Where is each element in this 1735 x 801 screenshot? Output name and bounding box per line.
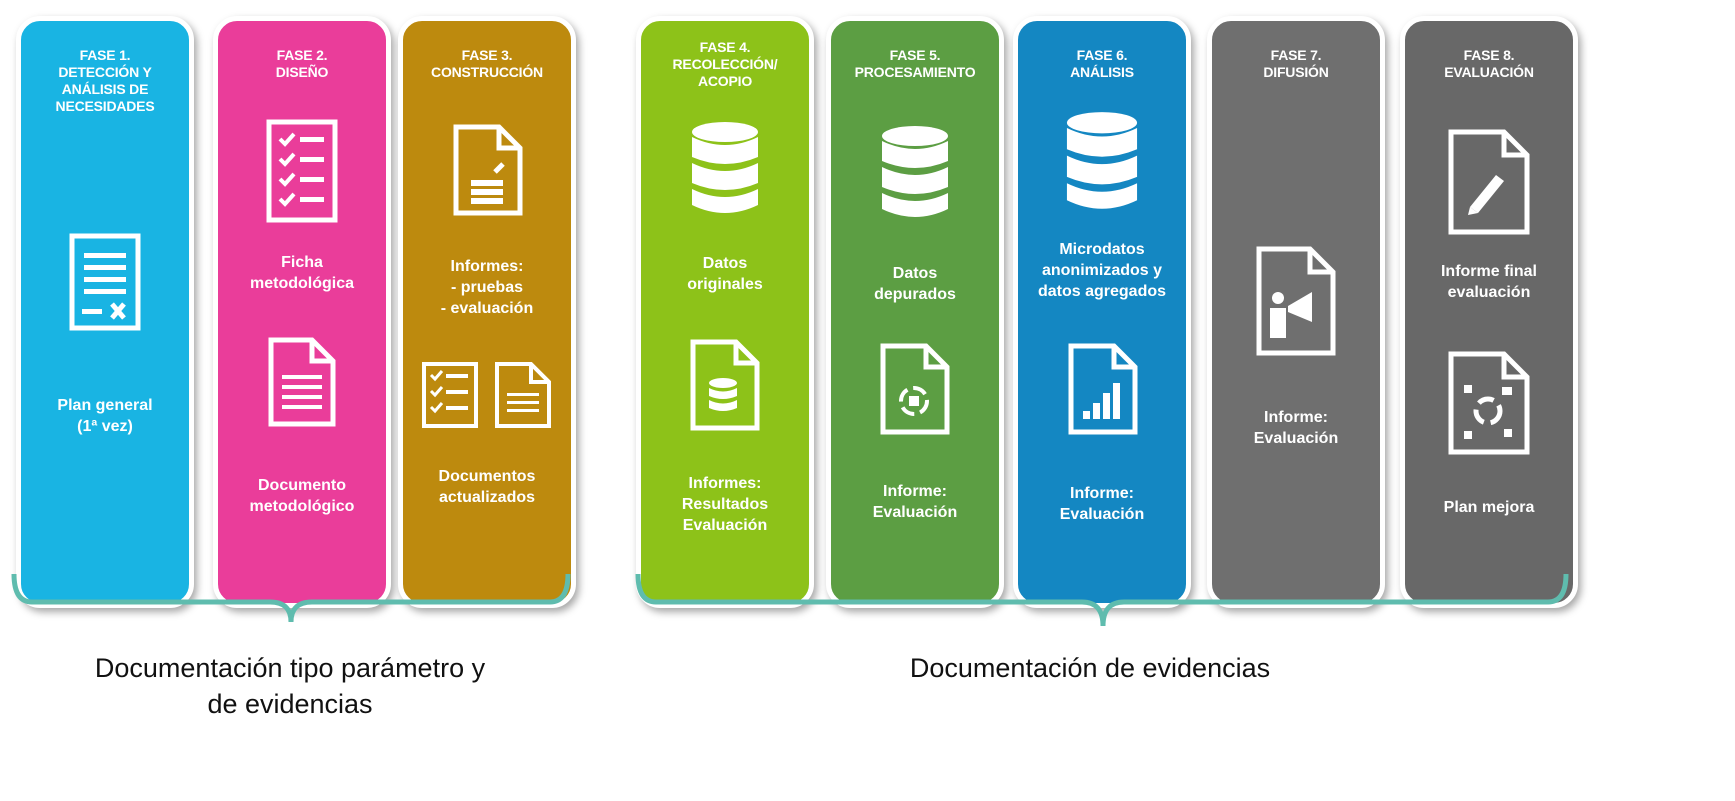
- database-document-icon: [690, 339, 760, 431]
- phase-2-doc-1-label: Ficha metodológica: [249, 254, 354, 292]
- group-1-bracket: [10, 572, 572, 631]
- database-icon: [1064, 111, 1140, 213]
- group-1-caption: Documentación tipo parámetro y de eviden…: [94, 653, 486, 719]
- phase-5-doc-2-label: Informe: Evaluación: [872, 483, 958, 521]
- megaphone-document-icon: [1256, 246, 1336, 356]
- phase-8-card: FASE 8. EVALUACIÓN Informe final evaluac…: [1400, 16, 1578, 608]
- phase-3-doc-1-label: Informes: - pruebas - evaluación: [440, 258, 534, 317]
- phase-8-title: FASE 8. EVALUACIÓN: [1444, 47, 1534, 80]
- phase-3-card: FASE 3. CONSTRUCCIÓN Informes: - pruebas…: [398, 16, 576, 608]
- phase-2-doc-2-label: Documento metodológico: [249, 477, 355, 515]
- phase-4-doc-2-label: Informes: Resultados Evaluación: [681, 475, 769, 534]
- phase-6-title: FASE 6. ANÁLISIS: [1070, 47, 1134, 80]
- phase-2-card: FASE 2. DISEÑO Ficha metodológica D: [213, 16, 391, 608]
- pen-document-icon: [1448, 129, 1530, 235]
- bar-chart-document-icon: [1068, 343, 1138, 435]
- improvement-plan-icon: [1448, 351, 1530, 455]
- phase-7-title: FASE 7. DIFUSIÓN: [1263, 47, 1329, 80]
- group-2-caption: Documentación de evidencias: [909, 653, 1271, 683]
- phase-7-card: FASE 7. DIFUSIÓN Informe: Evaluación: [1207, 16, 1385, 608]
- phase-5-card: FASE 5. PROCESAMIENTO Datos depurados In…: [826, 16, 1004, 608]
- phase-1-doc-1-label: Plan general (1ª vez): [57, 397, 153, 435]
- phase-5-title: FASE 5. PROCESAMIENTO: [854, 47, 976, 80]
- group-2-bracket: [634, 572, 1570, 635]
- checklist-and-text-document-icons: [421, 361, 555, 429]
- database-icon: [690, 121, 760, 217]
- phase-3-title: FASE 3. CONSTRUCCIÓN: [431, 47, 543, 80]
- checklist-icon: [266, 119, 338, 223]
- phase-2-title: FASE 2. DISEÑO: [275, 47, 329, 80]
- phase-6-doc-1-label: Microdatos anonimizados y datos agregado…: [1037, 241, 1167, 300]
- phase-8-doc-1-label: Informe final evaluación: [1440, 263, 1537, 301]
- text-document-icon: [268, 337, 336, 427]
- phase-3-doc-2-label: Documentos actualizados: [438, 468, 536, 506]
- phase-4-title: FASE 4. RECOLECCIÓN/ ACOPIO: [672, 39, 778, 89]
- plan-document-icon: [69, 233, 141, 331]
- phase-1-card: FASE 1. DETECCIÓN Y ANÁLISIS DE NECESIDA…: [16, 16, 194, 608]
- phase-4-doc-1-label: Datos originales: [687, 255, 763, 293]
- phase-8-doc-2-label: Plan mejora: [1443, 499, 1535, 516]
- phase-1-title: FASE 1. DETECCIÓN Y ANÁLISIS DE NECESIDA…: [55, 47, 155, 114]
- construction-document-icon: [453, 124, 523, 216]
- phase-4-card: FASE 4. RECOLECCIÓN/ ACOPIO Datos origin…: [636, 16, 814, 608]
- phase-6-doc-2-label: Informe: Evaluación: [1059, 485, 1145, 523]
- database-icon: [880, 125, 950, 221]
- phase-5-doc-1-label: Datos depurados: [874, 265, 956, 303]
- phase-7-doc-1-label: Informe: Evaluación: [1253, 409, 1339, 447]
- processing-document-icon: [880, 343, 950, 435]
- phase-6-card: FASE 6. ANÁLISIS Microdatos anonimizados…: [1013, 16, 1191, 608]
